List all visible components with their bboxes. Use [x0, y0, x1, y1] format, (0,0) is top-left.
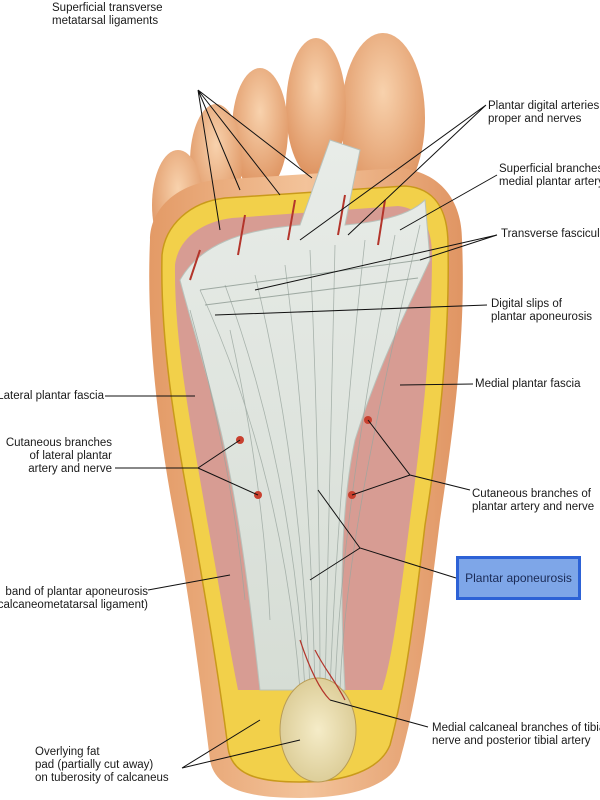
label-superficial-branches-medial-plantar: Superficial branches of medial plantar a… — [499, 163, 600, 188]
digital-vessels — [189, 194, 386, 281]
medial-calcaneal-vessels — [299, 639, 346, 701]
big-toe — [341, 33, 425, 203]
label-band-of-plantar-aponeurosis: band of plantar aponeurosis (calcaneomet… — [0, 586, 148, 611]
transverse-fasciculi-bands — [199, 259, 421, 306]
heel-fat-pad — [279, 677, 357, 783]
label-medial-plantar-fascia: Medial plantar fascia — [475, 378, 581, 390]
label-overlying-fat-pad: Overlying fat pad (partially cut away) o… — [35, 746, 169, 784]
label-plantar-digital-arteries: Plantar digital arteries proper and nerv… — [488, 100, 600, 125]
label-medial-calcaneal-branches: Medial calcaneal branches of tibial nerv… — [432, 722, 600, 747]
label-plantar-aponeurosis-highlighted: Plantar aponeurosis — [456, 556, 581, 600]
label-cutaneous-branches-medial: Cutaneous branches of plantar artery and… — [472, 488, 595, 513]
label-lateral-plantar-fascia: Lateral plantar fascia — [0, 390, 104, 402]
leader-lines — [105, 89, 498, 769]
label-cutaneous-branches-lateral: Cutaneous branches of lateral plantar ar… — [5, 437, 112, 475]
label-transverse-fasciculi: Transverse fasciculi — [501, 228, 600, 240]
label-superficial-transverse-metatarsal-ligaments: Superficial transverse metatarsal ligame… — [52, 2, 163, 27]
label-digital-slips: Digital slips of plantar aponeurosis — [491, 298, 593, 323]
third-toe — [232, 68, 288, 192]
aponeurosis-fibers — [189, 224, 421, 691]
